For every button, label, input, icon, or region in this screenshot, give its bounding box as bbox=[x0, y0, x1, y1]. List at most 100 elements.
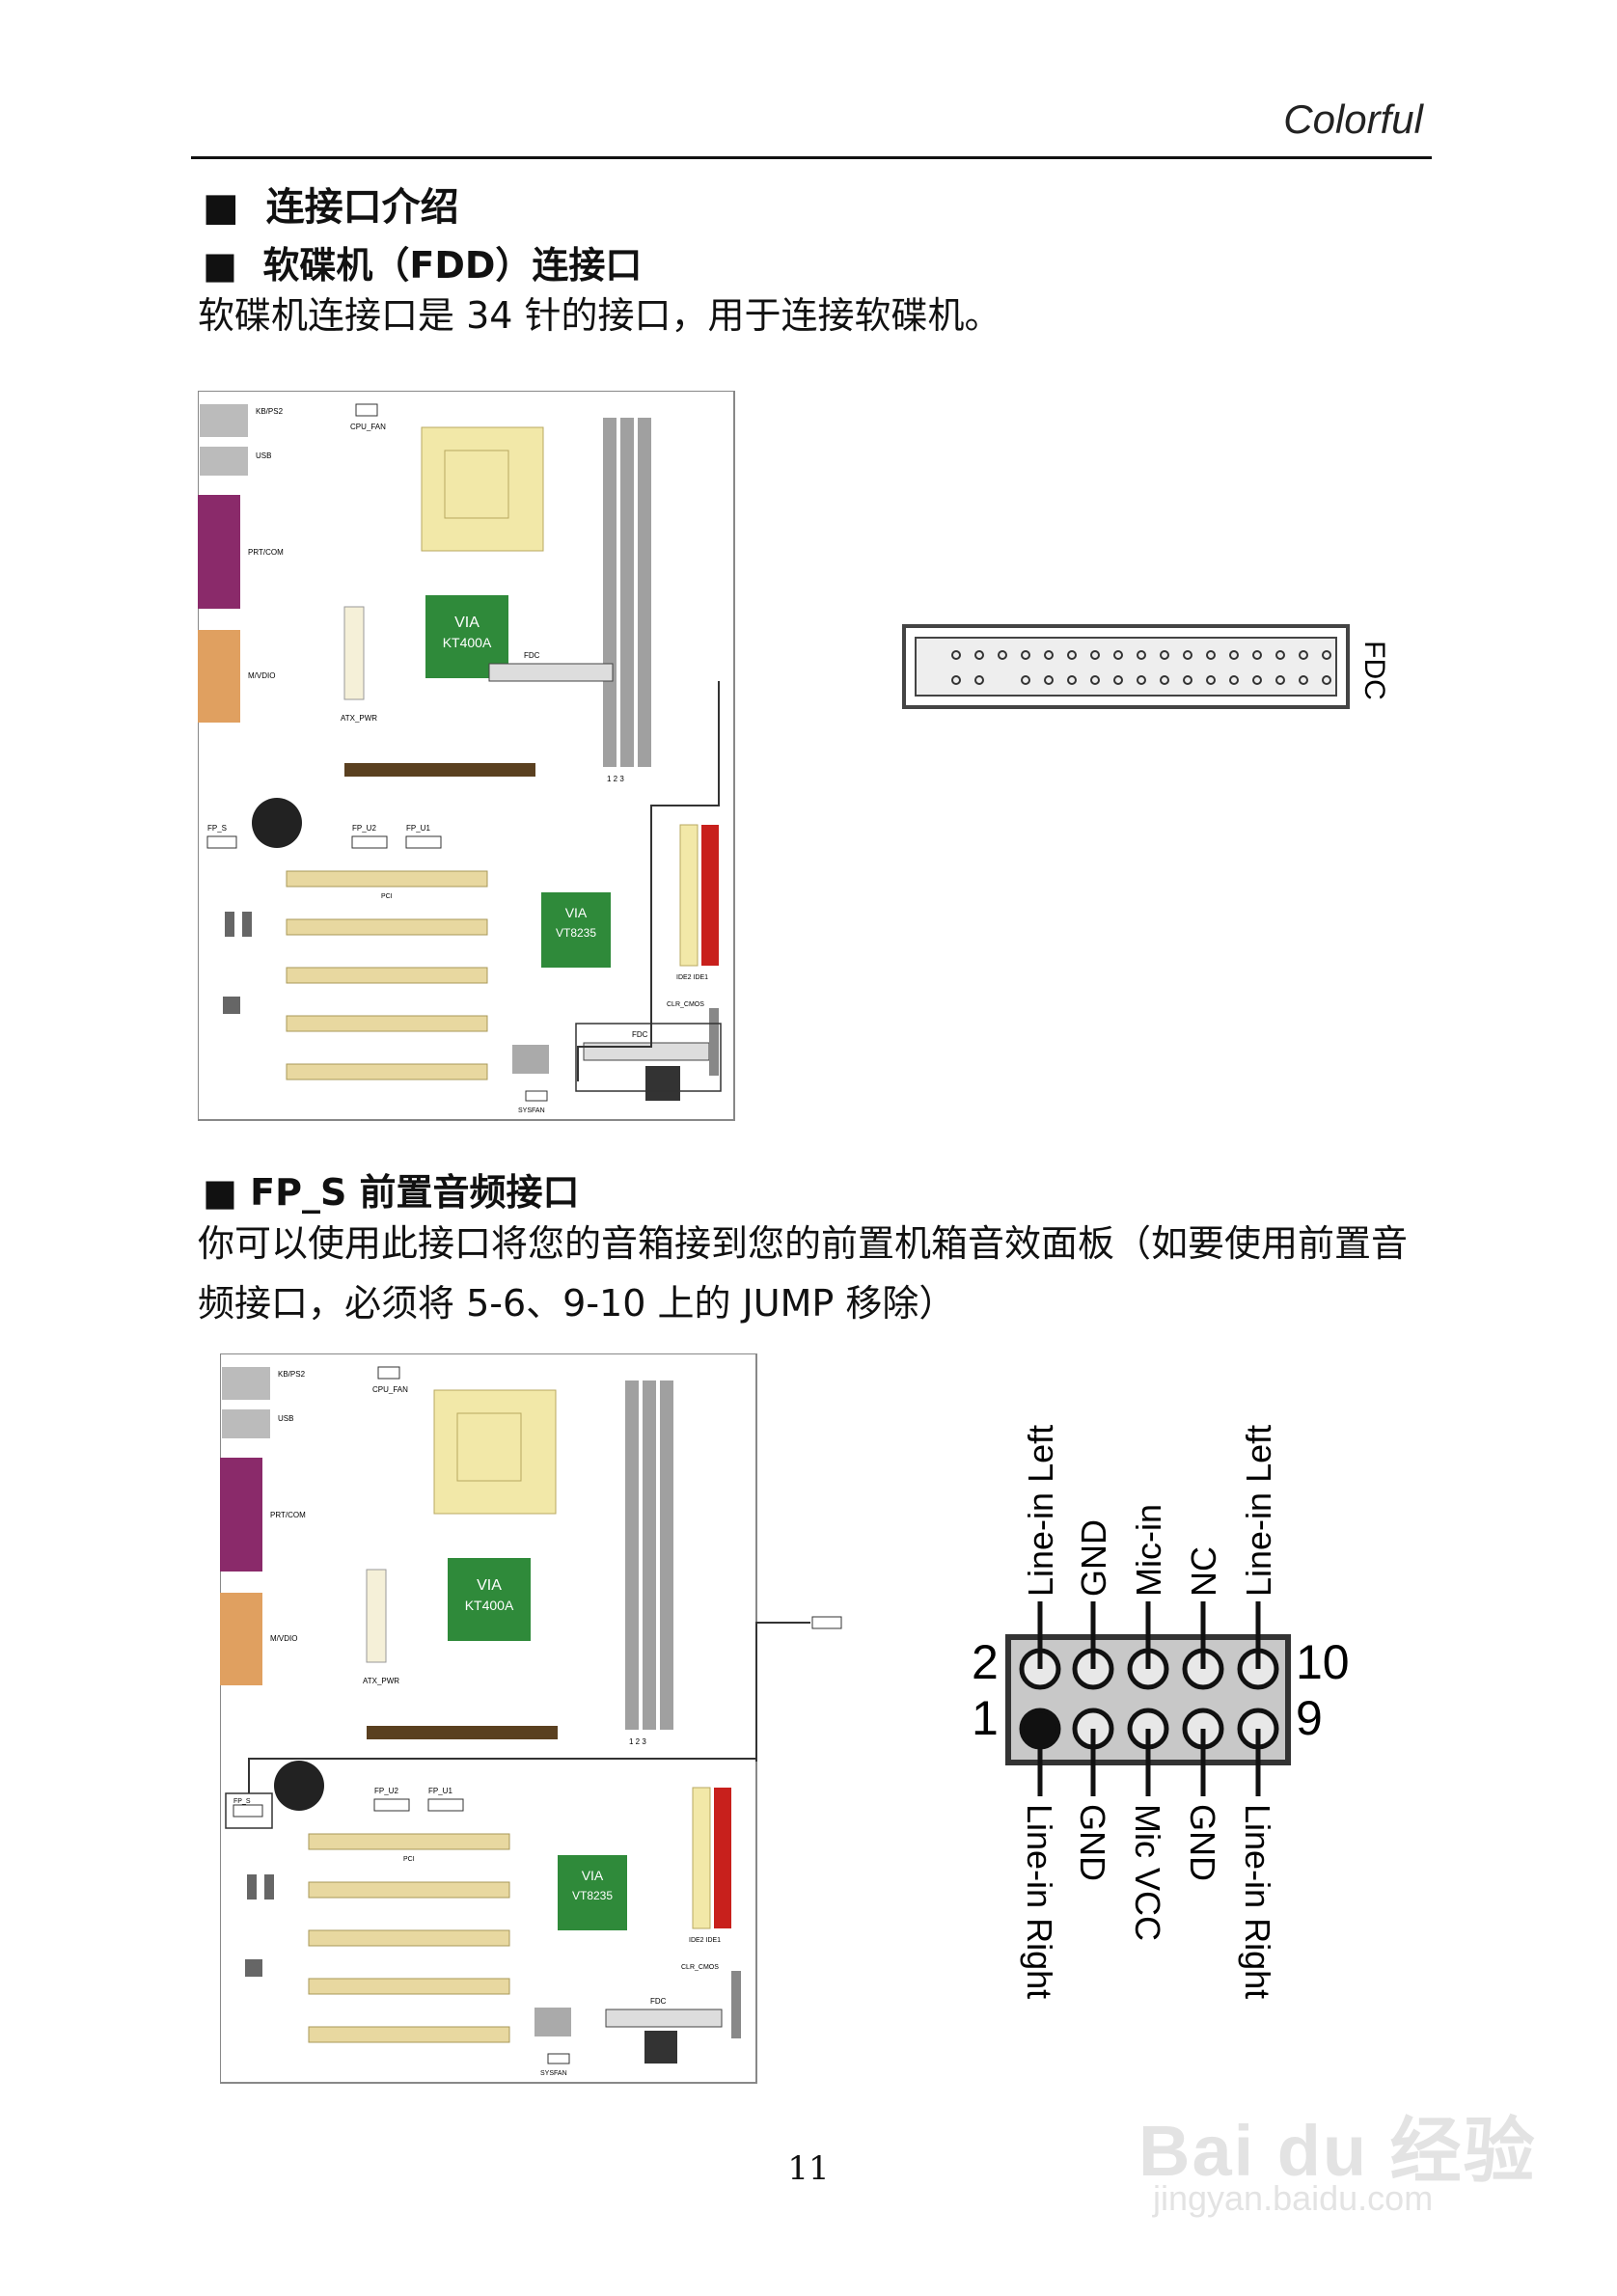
board-label-fpu2: FP_U2 bbox=[352, 824, 376, 833]
board-label-atx: ATX_PWR bbox=[341, 714, 377, 723]
board2-chip1-brand: VIA bbox=[477, 1577, 502, 1594]
board2-label-dimm: 1 2 3 bbox=[629, 1737, 646, 1746]
pin-num-10: 10 bbox=[1296, 1635, 1350, 1689]
board-label-dimm: 1 2 3 bbox=[607, 775, 624, 783]
fdc-pin bbox=[1206, 675, 1216, 685]
fps-callout-line bbox=[755, 1616, 842, 1762]
board2-chip2-brand: VIA bbox=[582, 1868, 604, 1883]
board2-label-sysfan: SYSFAN bbox=[540, 2070, 567, 2077]
chip2-model: VT8235 bbox=[556, 926, 596, 940]
fdc-pin bbox=[1137, 675, 1146, 685]
fps-bottom-label: GND bbox=[1073, 1804, 1112, 1881]
board-label-sysfan: SYSFAN bbox=[518, 1107, 545, 1114]
page-number: 11 bbox=[787, 2149, 830, 2188]
fdc-pin bbox=[1229, 650, 1239, 660]
board-label-pci: PCI bbox=[381, 893, 393, 900]
fdc-pin bbox=[1183, 675, 1192, 685]
fdc-pin bbox=[1021, 650, 1030, 660]
brand-header: Colorful bbox=[1283, 96, 1423, 142]
fdc-pin bbox=[1252, 675, 1262, 685]
fdc-connector-label: FDC bbox=[1358, 641, 1390, 700]
board2-label-usb: USB bbox=[278, 1414, 293, 1423]
fps-title: ■ FP_S 前置音频接口 bbox=[203, 1171, 580, 1214]
fdd-description: 软碟机连接口是 34 针的接口，用于连接软碟机。 bbox=[198, 294, 1001, 337]
board2-label-vga: M/VDIO bbox=[270, 1634, 297, 1643]
fdc-pin bbox=[951, 650, 961, 660]
board2-label-ide: IDE2 IDE1 bbox=[689, 1937, 721, 1944]
board-label-usb: USB bbox=[256, 451, 271, 460]
fdd-title: ■ 软碟机（FDD）连接口 bbox=[203, 244, 643, 287]
board-label-prt: PRT/COM bbox=[248, 548, 284, 557]
fdc-pin bbox=[1206, 650, 1216, 660]
fdc-pins bbox=[951, 650, 1331, 685]
pin-num-9: 9 bbox=[1296, 1691, 1323, 1745]
fdc-pin bbox=[974, 650, 984, 660]
board2-chip2-model: VT8235 bbox=[572, 1889, 613, 1902]
fdc-pin bbox=[998, 650, 1007, 660]
watermark-logo: Bai du 经验 bbox=[1138, 2111, 1537, 2191]
board2-label-cpufan: CPU_FAN bbox=[372, 1385, 408, 1394]
board2-label-atx: ATX_PWR bbox=[363, 1677, 399, 1685]
fps-bottom-label: Mic VCC bbox=[1128, 1804, 1167, 1941]
board2-label-prt: PRT/COM bbox=[270, 1511, 306, 1519]
fdc-pin bbox=[1299, 650, 1308, 660]
watermark-url: jingyan.baidu.com bbox=[1153, 2178, 1434, 2218]
board-label-kb: KB/PS2 bbox=[256, 407, 284, 416]
fdc-pin bbox=[1183, 650, 1192, 660]
fps-top-label: NC bbox=[1184, 1546, 1223, 1597]
fdc-pin bbox=[974, 675, 984, 685]
board2-label-fpu2: FP_U2 bbox=[374, 1787, 398, 1795]
fps-bottom-label: GND bbox=[1183, 1804, 1222, 1881]
chip1-brand: VIA bbox=[454, 615, 480, 631]
chip1-model: KT400A bbox=[443, 635, 492, 650]
fdc-pin bbox=[1252, 650, 1262, 660]
board2-label-fps: FP_S bbox=[233, 1798, 251, 1805]
fps-bottom-label: Line-in Right bbox=[1020, 1804, 1059, 1999]
fdc-pin bbox=[1113, 675, 1123, 685]
fdc-pin bbox=[1090, 675, 1100, 685]
board2-label-fdc: FDC bbox=[650, 1997, 667, 2006]
board2-label-fpu1: FP_U1 bbox=[428, 1787, 452, 1795]
fps-top-label: GND bbox=[1074, 1519, 1113, 1597]
fdc-pin bbox=[1322, 675, 1331, 685]
fdc-pin bbox=[1067, 675, 1077, 685]
fps-description: 你可以使用此接口将您的音箱接到您的前置机箱音效面板（如要使用前置音频接口，必须将… bbox=[198, 1222, 1409, 1325]
board2-label-cmos: CLR_CMOS bbox=[681, 1964, 719, 1971]
fps-top-label: Line-in Left bbox=[1021, 1425, 1060, 1597]
board-label-fdc-top: FDC bbox=[524, 651, 540, 660]
board-label-cmos: CLR_CMOS bbox=[667, 1001, 704, 1008]
fdd-motherboard-diagram: KB/PS2 USB PRT/COM M/VDIO CPU_FAN ATX_PW… bbox=[198, 391, 735, 1121]
fdc-pin bbox=[1275, 650, 1285, 660]
fdc-pin bbox=[1090, 650, 1100, 660]
board-label-fpu1: FP_U1 bbox=[406, 824, 430, 833]
fdc-pin bbox=[1160, 650, 1169, 660]
section-title: ■ 连接口介绍 bbox=[203, 185, 459, 230]
board-label-fps: FP_S bbox=[207, 824, 227, 833]
fdc-pin bbox=[1021, 675, 1030, 685]
chip2-brand: VIA bbox=[565, 905, 588, 920]
fdc-pin bbox=[1113, 650, 1123, 660]
pin-num-2: 2 bbox=[972, 1635, 999, 1689]
board-label-fdc-bottom: FDC bbox=[632, 1030, 648, 1039]
fps-motherboard-diagram: KB/PS2 USB PRT/COM M/VDIO CPU_FAN ATX_PW… bbox=[220, 1353, 757, 2084]
fdc-pin bbox=[951, 675, 961, 685]
fdc-connector-diagram: FDC bbox=[902, 624, 1390, 709]
fdc-pin bbox=[1044, 650, 1054, 660]
header-rule bbox=[191, 156, 1432, 159]
board2-label-kb: KB/PS2 bbox=[278, 1370, 306, 1379]
fdc-pin bbox=[1322, 650, 1331, 660]
fdc-pin bbox=[1044, 675, 1054, 685]
board-label-vga: M/VDIO bbox=[248, 671, 275, 680]
fps-top-label: Line-in Left bbox=[1239, 1425, 1278, 1597]
fps-top-label: Mic-in bbox=[1129, 1504, 1168, 1597]
board2-label-pci: PCI bbox=[403, 1856, 415, 1863]
board-label-cpufan: CPU_FAN bbox=[350, 423, 386, 431]
board2-chip1-model: KT400A bbox=[465, 1598, 514, 1613]
fdc-pin bbox=[1160, 675, 1169, 685]
fdc-pin bbox=[1067, 650, 1077, 660]
fps-bottom-label: Line-in Right bbox=[1238, 1804, 1277, 1999]
board-label-ide: IDE2 IDE1 bbox=[676, 974, 708, 981]
pin-num-1: 1 bbox=[972, 1691, 999, 1745]
fdc-pin bbox=[1229, 675, 1239, 685]
